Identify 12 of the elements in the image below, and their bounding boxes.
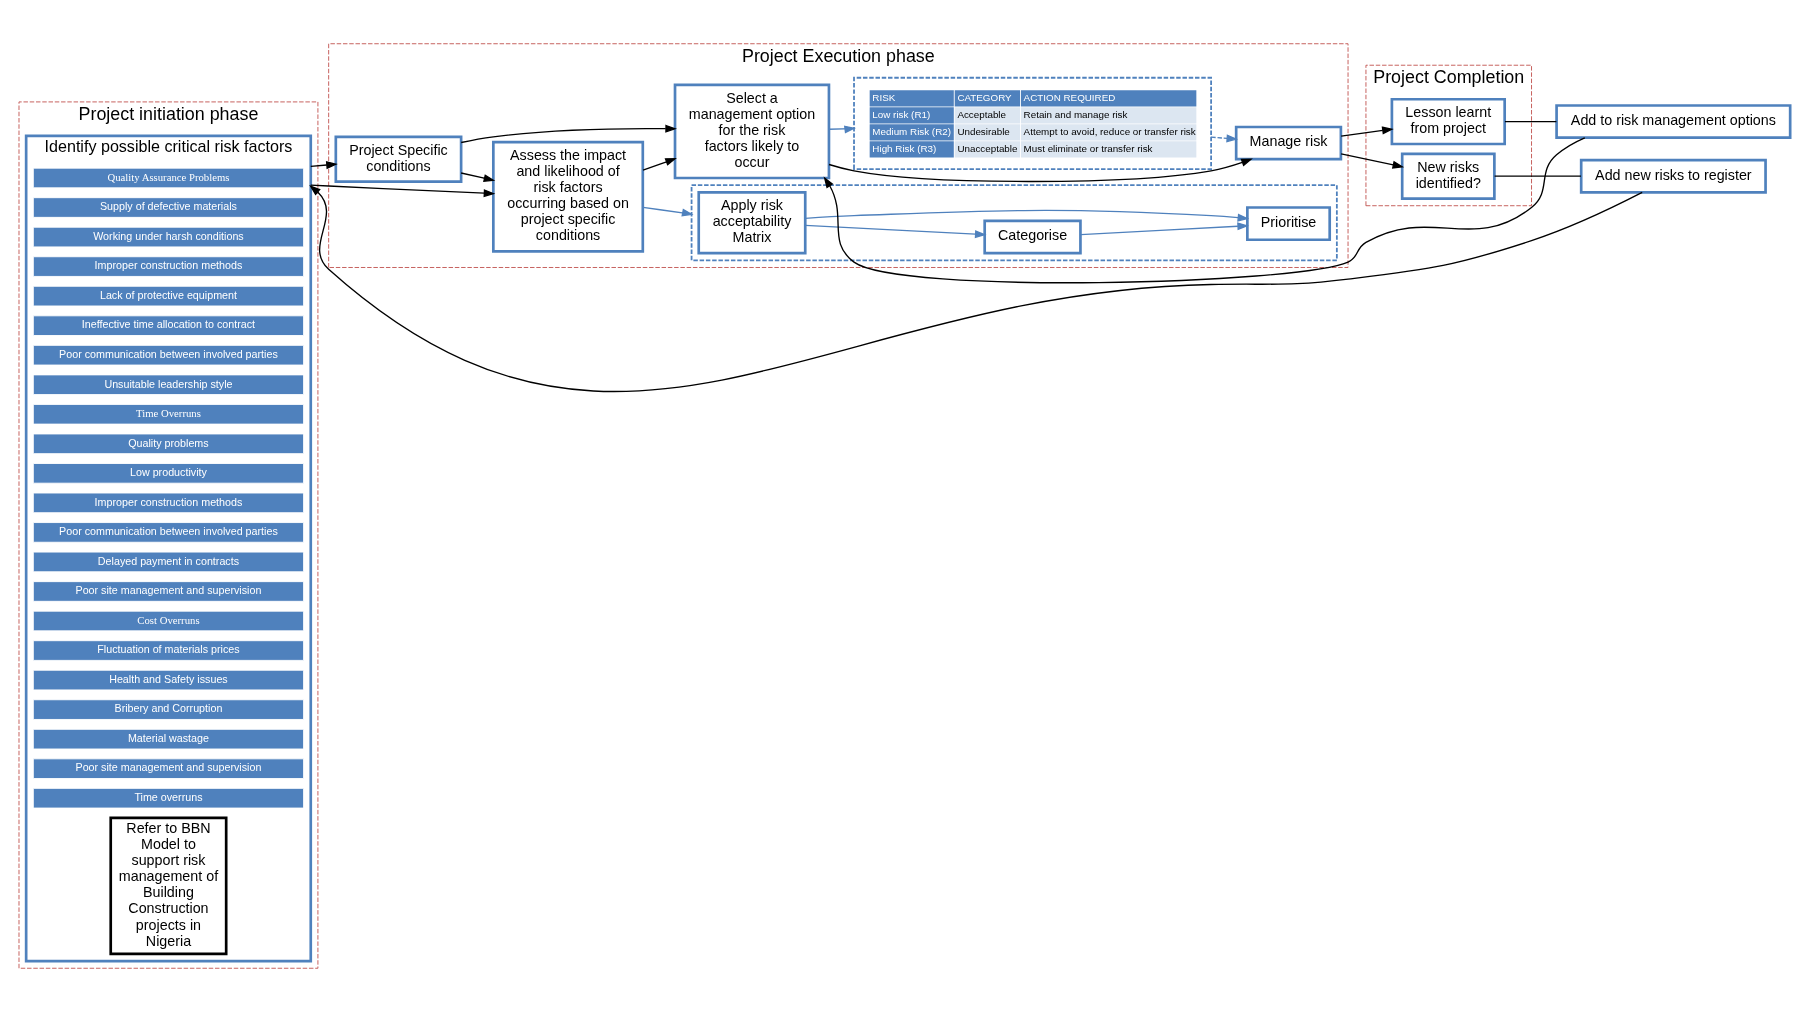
label: Low risk (R1) xyxy=(872,108,931,120)
label: Attempt to avoid, reduce or transfer risk xyxy=(1023,125,1196,137)
label: CATEGORY xyxy=(957,91,1012,103)
label: High Risk (R3) xyxy=(872,142,937,154)
label: Unacceptable xyxy=(957,142,1018,154)
label: Undesirable xyxy=(957,125,1010,137)
label: Acceptable xyxy=(957,108,1007,120)
label: ACTION REQUIRED xyxy=(1023,91,1116,103)
label: Must eliminate or transfer risk xyxy=(1023,142,1153,154)
label: Medium Risk (R2) xyxy=(872,125,951,137)
label: RISK xyxy=(872,91,896,103)
label: Retain and manage risk xyxy=(1023,108,1128,120)
